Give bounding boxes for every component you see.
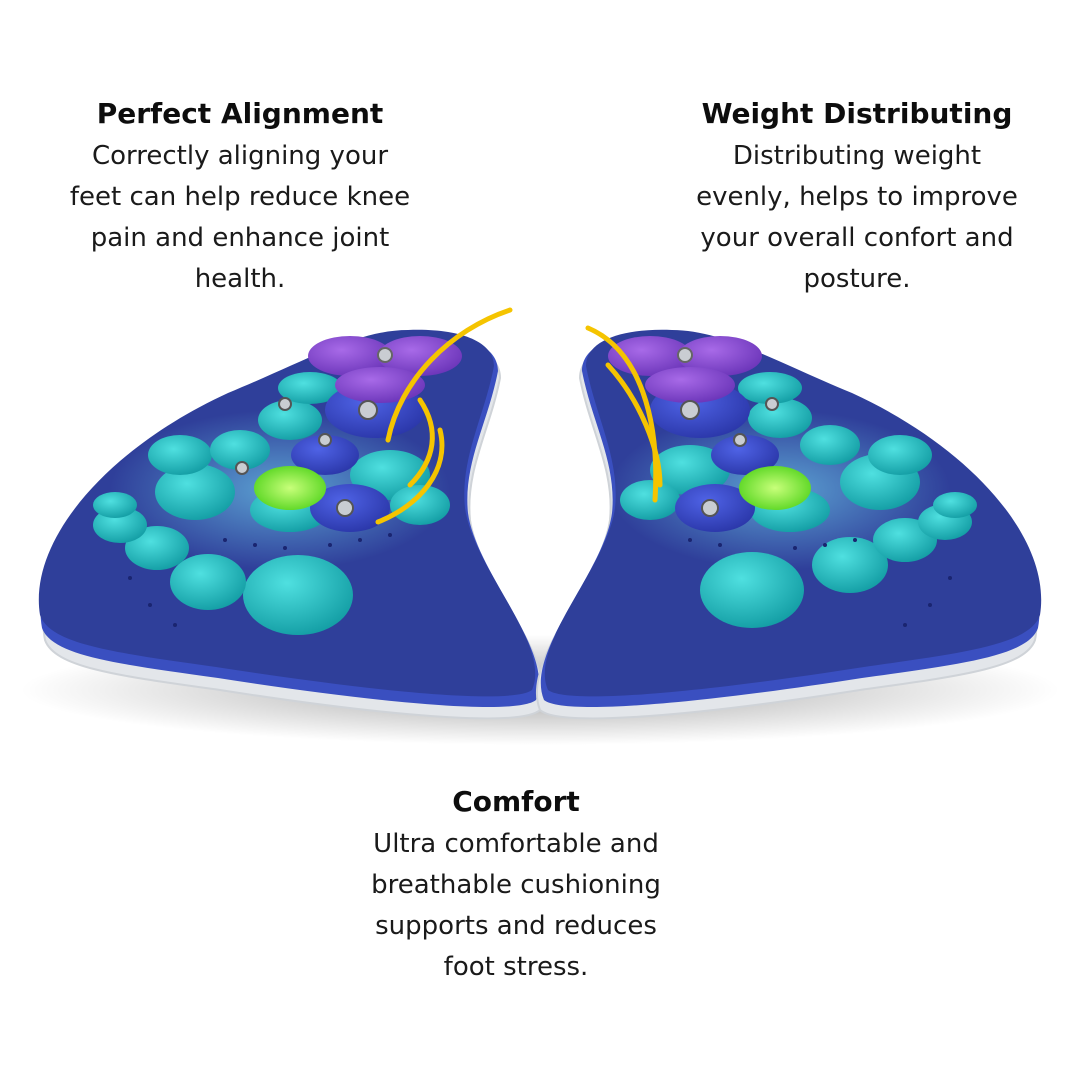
- vent-holes: [688, 538, 952, 627]
- feature-title: Comfort: [452, 785, 580, 818]
- alignment-arrows: [375, 307, 513, 525]
- purple-node: [378, 336, 462, 376]
- teal-node: [148, 435, 212, 475]
- magnet-stud: [278, 397, 292, 411]
- magnet-stud: [377, 347, 393, 363]
- blue-node: [291, 435, 359, 475]
- feature-title: Weight Distributing: [701, 97, 1013, 130]
- teal-node: [748, 398, 812, 438]
- feature-perfect-alignment: Perfect Alignment Correctly aligning you…: [40, 98, 440, 300]
- weight-arrows: [585, 325, 663, 503]
- teal-node: [390, 485, 450, 525]
- teal-node: [278, 372, 342, 404]
- teal-node: [738, 372, 802, 404]
- magnet-stud: [677, 347, 693, 363]
- feature-weight-distributing: Weight Distributing Distributing weight …: [657, 98, 1057, 300]
- teal-node: [868, 435, 932, 475]
- toe-pad: [243, 555, 353, 635]
- magnet-stud: [765, 397, 779, 411]
- magnet-stud: [680, 400, 700, 420]
- magnet-stud: [318, 433, 332, 447]
- teal-node: [800, 425, 860, 465]
- toe-pad: [700, 552, 804, 628]
- feature-description: Distributing weight evenly, helps to imp…: [696, 141, 1018, 294]
- teal-node: [258, 400, 322, 440]
- magnet-stud: [701, 499, 719, 517]
- blue-node: [711, 435, 779, 475]
- right-insole: [535, 325, 1042, 720]
- feature-description: Ultra comfortable and breathable cushion…: [371, 829, 661, 982]
- teal-node: [155, 464, 235, 520]
- purple-node: [308, 336, 392, 376]
- feature-description: Correctly aligning your feet can help re…: [69, 141, 411, 294]
- green-node: [254, 466, 326, 510]
- feature-comfort: Comfort Ultra comfortable and breathable…: [316, 786, 716, 988]
- teal-node: [210, 430, 270, 470]
- magnet-stud: [235, 461, 249, 475]
- toe-pad: [170, 554, 246, 610]
- magnet-stud: [336, 499, 354, 517]
- magnet-stud: [733, 433, 747, 447]
- magnet-stud: [358, 400, 378, 420]
- toe-pad: [125, 526, 189, 570]
- insoles-illustration: [20, 307, 1060, 745]
- toe-pad: [933, 492, 977, 518]
- purple-node: [678, 336, 762, 376]
- feature-title: Perfect Alignment: [96, 97, 384, 130]
- toe-pad: [812, 537, 888, 593]
- purple-node: [645, 367, 735, 403]
- green-node: [739, 466, 811, 510]
- toe-pad: [93, 492, 137, 518]
- teal-node: [620, 480, 680, 520]
- vent-holes: [128, 533, 392, 627]
- teal-node: [650, 445, 730, 495]
- left-insole: [38, 307, 545, 720]
